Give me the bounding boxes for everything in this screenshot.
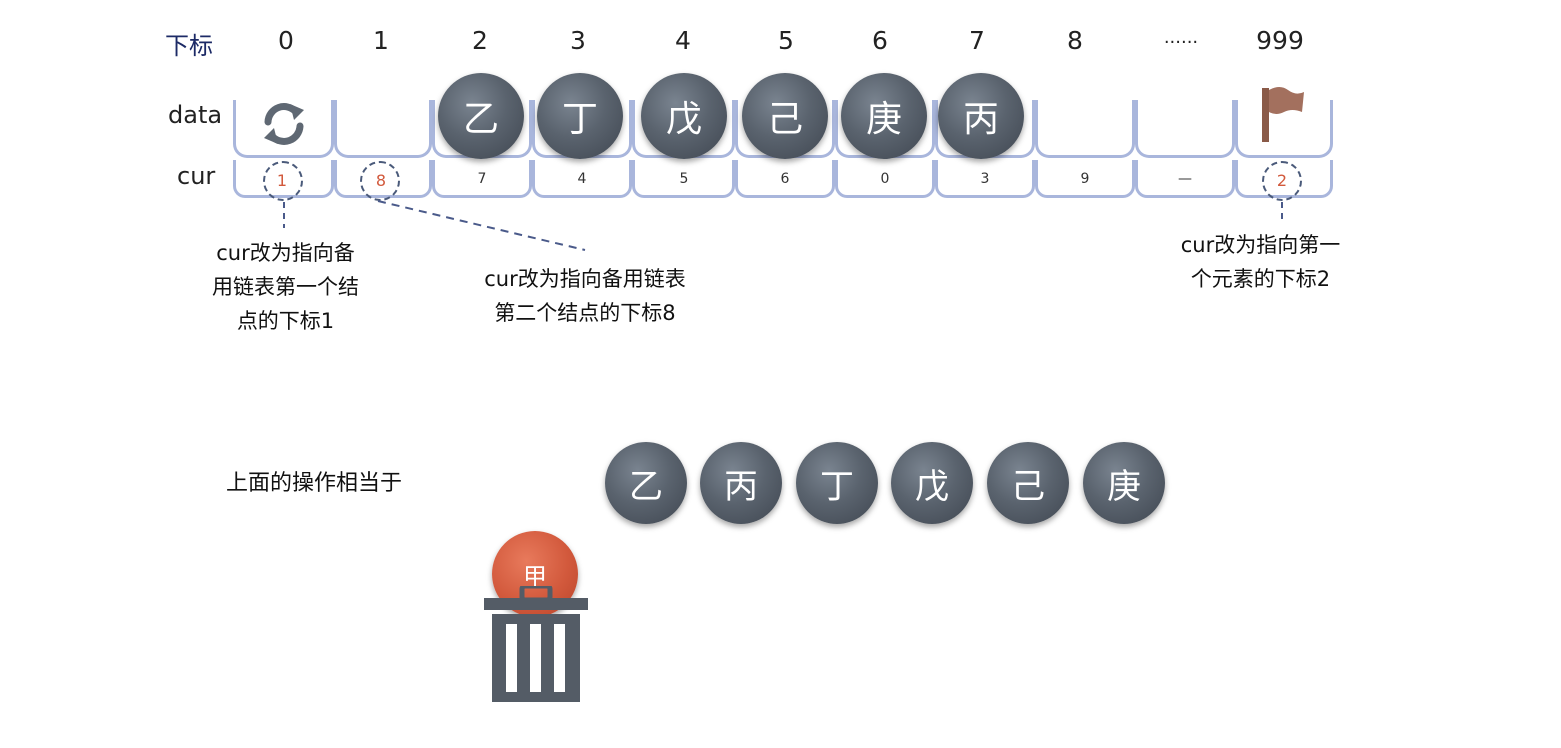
annotation-second-line-1: cur改为指向备用链表 <box>440 262 730 296</box>
result-ball-1: 乙 <box>605 442 687 524</box>
annotation-first-line-1: cur改为指向备 <box>178 236 393 270</box>
result-ball-5: 己 <box>987 442 1069 524</box>
result-ball-6: 庚 <box>1083 442 1165 524</box>
annotation-first: cur改为指向备 用链表第一个结 点的下标1 <box>178 236 393 338</box>
trash-can-icon <box>484 586 588 706</box>
annotation-second: cur改为指向备用链表 第二个结点的下标8 <box>440 262 730 330</box>
annotation-last: cur改为指向第一 个元素的下标2 <box>1148 228 1373 296</box>
annotation-last-line-1: cur改为指向第一 <box>1148 228 1373 262</box>
annotation-last-line-2: 个元素的下标2 <box>1148 262 1373 296</box>
summary-label: 上面的操作相当于 <box>226 465 402 497</box>
result-ball-2: 丙 <box>700 442 782 524</box>
annotation-first-line-3: 点的下标1 <box>178 304 393 338</box>
annotation-first-line-2: 用链表第一个结 <box>178 270 393 304</box>
result-ball-3: 丁 <box>796 442 878 524</box>
connector-line-1 <box>378 201 585 250</box>
result-ball-4: 戊 <box>891 442 973 524</box>
annotation-second-line-2: 第二个结点的下标8 <box>440 296 730 330</box>
